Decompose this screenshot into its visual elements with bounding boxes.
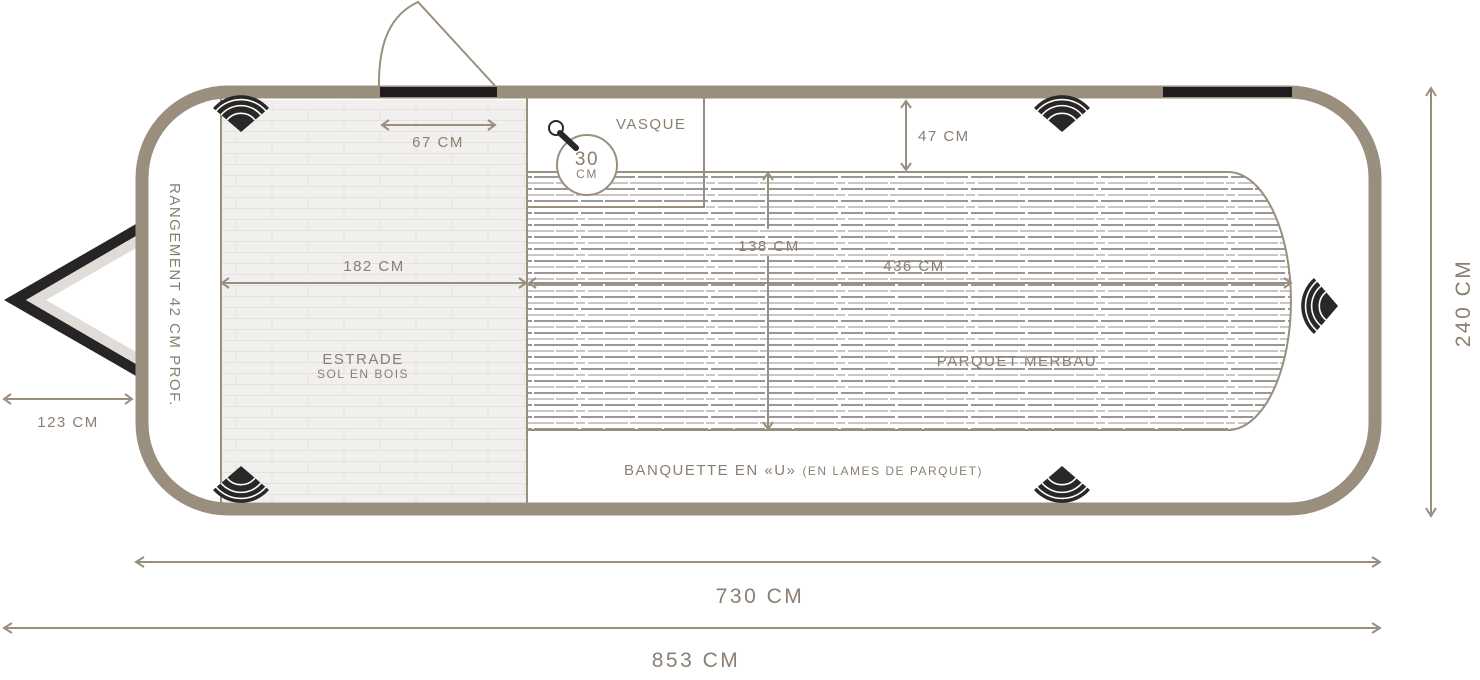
basin-size-number: 30 — [575, 149, 599, 170]
drawbar-length-label: 123 CM — [37, 414, 99, 431]
basin-label: VASQUE — [616, 116, 686, 133]
entry-door — [377, 0, 498, 89]
estrade-length-label: 182 CM — [343, 258, 405, 275]
total-width-label: 240 CM — [1452, 259, 1475, 348]
faucet-icon — [548, 120, 579, 151]
banquette-main: BANQUETTE EN «U» — [624, 462, 796, 479]
estrade-floor — [221, 100, 527, 502]
parquet-title: PARQUET MERBAU — [937, 353, 1097, 370]
estrade-subtitle: SOL EN BOIS — [317, 367, 409, 381]
parquet-floor — [528, 171, 1292, 431]
aisle-depth-label: 47 CM — [918, 128, 970, 145]
body-length-label: 730 CM — [716, 585, 805, 608]
banquette-label: BANQUETTE EN «U» (EN LAMES DE PARQUET) — [624, 462, 983, 479]
door-opening — [380, 87, 497, 97]
banquette-sub: (EN LAMES DE PARQUET) — [802, 464, 983, 478]
interior-walls — [220, 96, 705, 505]
parquet-length-label: 436 CM — [883, 258, 945, 275]
speaker-icon — [1034, 95, 1090, 132]
window — [1163, 87, 1292, 97]
seat-depth-label: 138 CM — [738, 238, 800, 255]
door-width-label: 67 CM — [412, 134, 464, 151]
speaker-icon — [1034, 466, 1090, 503]
total-length-label: 853 CM — [652, 649, 741, 672]
speaker-icon — [213, 95, 269, 132]
speaker-icon — [213, 466, 269, 503]
tow-hitch — [4, 224, 136, 376]
speaker-icon — [1301, 278, 1338, 334]
dimension-lines — [2, 86, 1437, 634]
storage-label: RANGEMENT 42 CM PROF. — [166, 183, 183, 407]
trailer-shell — [135, 85, 1382, 516]
basin — [548, 120, 618, 196]
basin-size-unit: CM — [576, 167, 598, 181]
estrade-title: ESTRADE — [322, 351, 403, 368]
